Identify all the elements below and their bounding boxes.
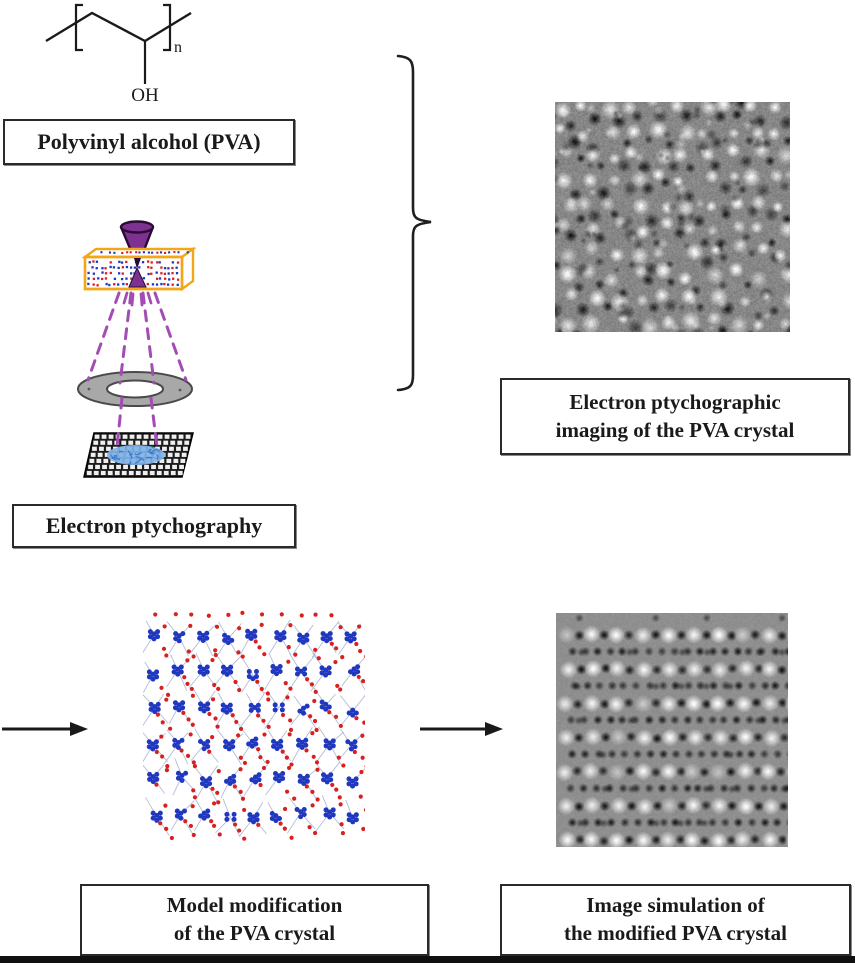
electron-ptychography-diagram [77,220,197,478]
repeat-unit-subscript: n [174,39,182,56]
simulation-label-line1: Image simulation of [586,893,765,918]
label-box-simulation: Image simulation of the modified PVA cry… [500,884,851,956]
ptychographic-image [555,102,790,332]
beam-dashed-lines-lower [115,396,159,449]
left-bracket [74,3,83,52]
imaging-label-line2: imaging of the PVA crystal [555,417,795,442]
ring-screw-right [178,388,182,392]
right-bracket [163,3,172,52]
beam-fan [128,266,147,288]
label-box-ptychography: Electron ptychography [12,504,296,548]
simulation-label-line2: the modified PVA crystal [563,921,787,945]
sample-atom-dots [87,250,189,287]
label-box-model: Model modification of the PVA crystal [80,884,429,956]
model-label-line1: Model modification [166,893,343,918]
label-box-pva: Polyvinyl alcohol (PVA) [3,119,295,165]
model-label-line2: of the PVA crystal [173,921,336,945]
beam-dashed-lines [86,291,188,385]
curly-brace [396,54,432,392]
polymer-backbone [45,11,192,43]
imaging-label-line1: Electron ptychographic [569,389,781,414]
label-box-imaging: Electron ptychographic imaging of the PV… [500,378,850,455]
specimen-squiggles [110,446,161,465]
ptychography-label-text: Electron ptychography [45,513,263,539]
oh-label: OH [131,85,159,106]
sample-box-right-face [180,246,195,292]
pva-chemical-structure: OH n [45,3,192,106]
pva-crystal-model [143,610,365,841]
beam-short-dashes [122,291,153,307]
figure-bottom-rule [0,956,855,963]
simulated-image [556,613,788,847]
arrow-right-icon-2 [420,722,503,736]
sample-box-outline [83,255,184,291]
ring-screw-left [87,387,91,391]
aperture-ring [77,371,194,407]
pva-label-text: Polyvinyl alcohol (PVA) [37,129,261,155]
arrow-right-icon [2,722,88,736]
beam-focus-tip [134,258,141,269]
beam-cone-top [119,220,155,234]
